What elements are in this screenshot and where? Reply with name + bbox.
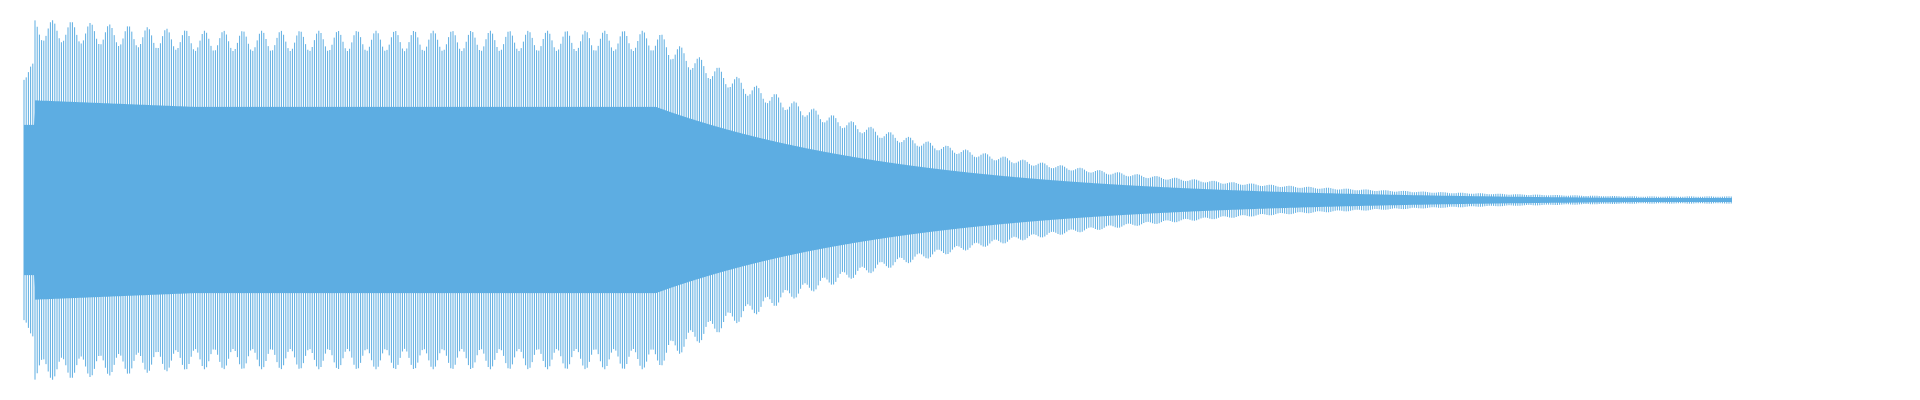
waveform-core [24,100,1732,300]
waveform-lines [23,20,1732,380]
